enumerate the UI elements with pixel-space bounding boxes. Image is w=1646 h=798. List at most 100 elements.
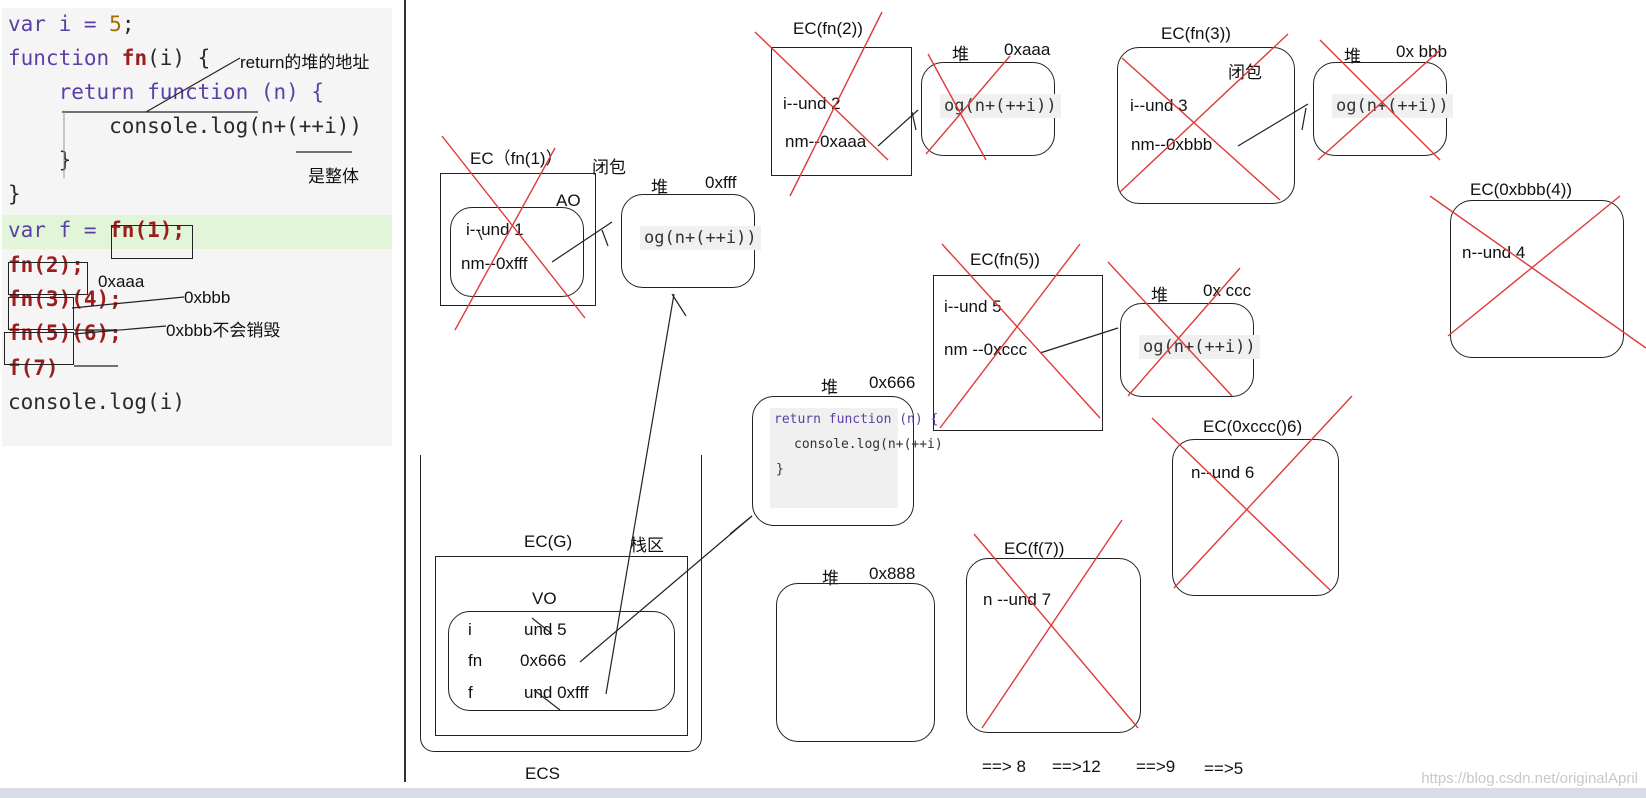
code-token: function xyxy=(8,46,122,70)
ec-ccc6-line1: n--und 6 xyxy=(1191,463,1255,482)
heap-aaa-addr: 0xaaa xyxy=(1004,40,1051,59)
note-0xaaa: 0xaaa xyxy=(98,272,145,291)
highlight-line xyxy=(2,215,392,249)
heap-666-box xyxy=(752,396,914,526)
heap-666-snippet-line3: } xyxy=(776,462,784,477)
ec-fn3-closure-label: 闭包 xyxy=(1228,63,1262,82)
cross-heap-bbb xyxy=(1317,49,1441,161)
code-token: var f = xyxy=(8,218,110,242)
heap-666-snippet: return function (n) { console.log(n+(++i… xyxy=(770,408,943,508)
watermark: https://blog.csdn.net/originalApril xyxy=(1421,770,1638,787)
code-line-11: f(7) xyxy=(8,356,59,380)
code-line-6: } xyxy=(8,182,21,206)
cross-ec-fn3 xyxy=(1119,33,1289,193)
code-line-9: fn(3)(4); xyxy=(8,287,122,311)
ec-bbb4-line1: n--und 4 xyxy=(1462,243,1526,262)
result-4: ==>5 xyxy=(1204,759,1244,778)
ec-fn1-closure-label: 闭包 xyxy=(592,158,626,177)
heap-bbb-addr: 0x bbb xyxy=(1396,42,1448,61)
ecs-container xyxy=(420,455,702,752)
heap-666-title: 堆 xyxy=(821,378,838,397)
code-line-10: fn(5)(6); xyxy=(8,321,122,345)
pointer-line xyxy=(551,221,613,263)
panel-divider xyxy=(404,0,406,782)
heap-888-box xyxy=(776,583,935,742)
code-token: ; xyxy=(121,12,135,36)
code-token: var i = xyxy=(8,12,110,36)
cross-ec-fn2 xyxy=(754,31,889,161)
cross-ec-fn1 xyxy=(441,135,586,319)
ec-fn2-line2: nm--0xaaa xyxy=(785,132,867,151)
note-whole: 是整体 xyxy=(308,167,359,186)
cross-ec-fn5 xyxy=(939,243,1081,429)
pointer-line xyxy=(911,111,917,131)
heap-bbb-title: 堆 xyxy=(1344,47,1361,66)
ec-f7-title: EC(f(7)) xyxy=(1004,539,1065,558)
cross-ec-bbb4 xyxy=(1447,195,1621,337)
result-1: ==> 8 xyxy=(982,757,1026,776)
cross-heap-aaa xyxy=(927,53,987,161)
ec-g-stack-label: 栈区 xyxy=(630,536,664,555)
pointer-line xyxy=(605,293,675,695)
heap-fff-snippet: og(n+(++i)) xyxy=(640,226,761,250)
heap-ccc-addr: 0x ccc xyxy=(1203,281,1252,300)
ec-g-vo-label: VO xyxy=(532,589,557,608)
heap-bbb-snippet: og(n+(++i)) xyxy=(1332,94,1453,118)
vo-row2-name: fn xyxy=(468,651,483,670)
ec-fn1-ao-label: AO xyxy=(556,191,581,210)
ec-fn1-line1: i--und 1 xyxy=(466,220,524,239)
code-line-12: console.log(i) xyxy=(8,390,186,414)
note-return-addr: return的堆的地址 xyxy=(240,53,370,72)
vo-row2-value: 0x666 xyxy=(520,651,567,670)
ec-bbb4-box xyxy=(1450,200,1624,358)
ec-ccc6-box xyxy=(1172,439,1339,596)
ec-ccc6-title: EC(0xccc()6) xyxy=(1203,417,1303,436)
ec-fn2-line1: i--und 2 xyxy=(783,94,841,113)
cross-ec-bbb4 xyxy=(1429,195,1646,349)
code-line-7: var f = fn(1); xyxy=(8,218,185,242)
ec-fn5-line2: nm --0xccc xyxy=(944,340,1028,359)
vo-row3-value: und 0xfff xyxy=(524,683,589,702)
annot-box-fn1 xyxy=(111,225,193,259)
note-0xbbb: 0xbbb xyxy=(184,288,231,307)
pointer-line xyxy=(1301,107,1307,131)
pointer-line xyxy=(671,293,687,317)
code-token: fn(1); xyxy=(109,218,186,242)
ec-fn5-box xyxy=(933,275,1103,431)
code-line-5: } xyxy=(8,148,72,172)
annot-box-fn3 xyxy=(8,297,74,330)
vo-row1-value: und 5 xyxy=(524,620,567,639)
ec-f7-box xyxy=(966,558,1141,733)
pointer-line xyxy=(73,325,167,335)
cross-ec-fn1 xyxy=(454,147,556,331)
ec-fn3-line1: i--und 3 xyxy=(1130,96,1188,115)
code-token: 5 xyxy=(109,12,122,36)
ec-fn3-title: EC(fn(3)) xyxy=(1161,24,1231,43)
cross-heap-ccc xyxy=(1107,261,1233,397)
ec-g-vo-box xyxy=(448,611,675,711)
code-line-2: function fn(i) { xyxy=(8,46,210,70)
strike-mark xyxy=(531,617,553,635)
horizontal-scrollbar[interactable] xyxy=(0,788,1646,798)
code-line-4: console.log(n+(++i)) xyxy=(8,114,363,138)
ec-fn1-ao-box xyxy=(450,207,584,297)
heap-ccc-title: 堆 xyxy=(1151,286,1168,305)
ec-fn2-box xyxy=(771,47,912,176)
code-line-1: var i = 5; xyxy=(8,12,134,36)
heap-ccc-snippet: og(n+(++i)) xyxy=(1139,335,1260,359)
ec-fn2-title: EC(fn(2)) xyxy=(793,19,863,38)
pointer-line xyxy=(877,109,919,147)
pointer-line xyxy=(1237,103,1309,147)
code-token: fn xyxy=(121,46,148,70)
cross-heap-aaa xyxy=(925,55,1011,155)
code-line-3: return function (n) { xyxy=(8,80,325,104)
pointer-line xyxy=(1039,327,1119,354)
heap-666-snippet-line2: console.log(n+(++i) xyxy=(794,437,943,452)
heap-666-snippet-line1: return function (n) { xyxy=(774,412,939,427)
strike-mark xyxy=(477,229,483,241)
ec-g-box xyxy=(435,556,688,736)
cross-ec-fn3 xyxy=(1121,57,1281,201)
result-2: ==>12 xyxy=(1052,757,1101,776)
ec-fn5-title: EC(fn(5)) xyxy=(970,250,1040,269)
